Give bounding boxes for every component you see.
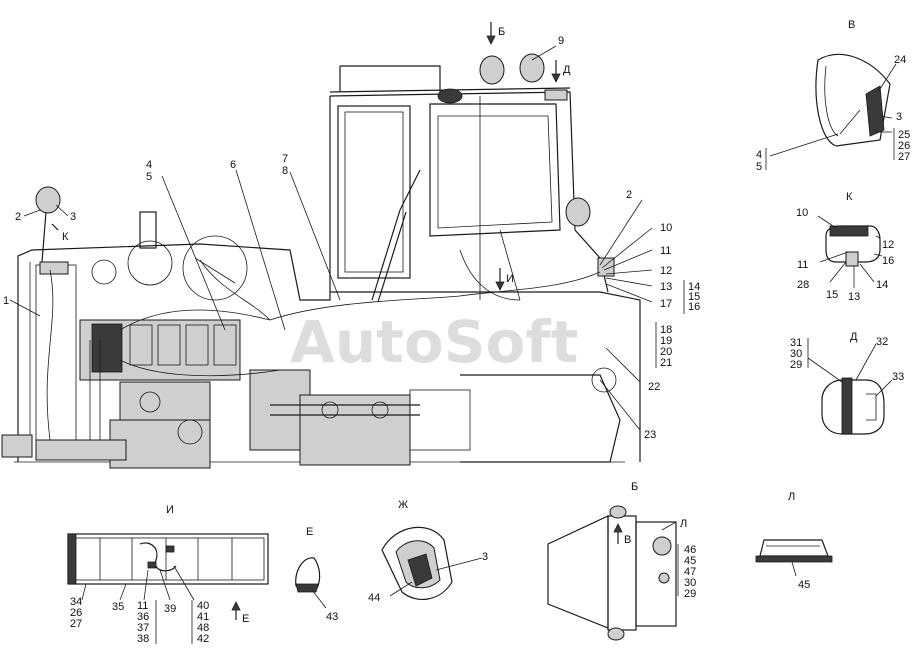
svg-text:38: 38 — [137, 633, 149, 645]
svg-text:15: 15 — [688, 291, 700, 303]
view-arrow-i-main: И — [495, 268, 514, 291]
svg-text:39: 39 — [164, 603, 176, 615]
view-arrow-b-top: Б — [486, 22, 505, 45]
svg-text:В: В — [624, 534, 631, 546]
svg-text:19: 19 — [660, 335, 672, 347]
svg-text:И: И — [166, 504, 174, 516]
svg-text:И: И — [506, 273, 514, 285]
svg-text:30: 30 — [790, 348, 802, 360]
svg-text:12: 12 — [882, 239, 894, 251]
svg-text:9: 9 — [558, 35, 564, 47]
svg-text:3: 3 — [70, 211, 76, 223]
svg-text:26: 26 — [898, 140, 910, 152]
svg-text:27: 27 — [898, 151, 910, 163]
svg-text:3: 3 — [482, 551, 488, 563]
svg-text:10: 10 — [660, 222, 672, 234]
svg-text:3: 3 — [896, 111, 902, 123]
svg-text:48: 48 — [197, 622, 209, 634]
svg-text:Л: Л — [680, 518, 687, 530]
svg-text:25: 25 — [898, 129, 910, 141]
svg-text:Л: Л — [788, 491, 795, 503]
svg-text:27: 27 — [70, 618, 82, 630]
main-callout-labels: 1 2 3 4 5 6 7 8 9 2 10 11 12 13 14 15 16… — [3, 35, 700, 441]
svg-text:17: 17 — [660, 298, 672, 310]
svg-text:13: 13 — [848, 291, 860, 303]
svg-text:6: 6 — [230, 159, 236, 171]
svg-text:18: 18 — [660, 324, 672, 336]
detail-view-v: В 24 3 25 26 27 4 5 — [756, 19, 910, 173]
svg-text:Д: Д — [563, 64, 571, 76]
svg-text:24: 24 — [894, 54, 906, 66]
svg-text:30: 30 — [684, 577, 696, 589]
svg-text:Е: Е — [242, 613, 249, 625]
svg-text:15: 15 — [826, 289, 838, 301]
svg-text:43: 43 — [326, 611, 338, 623]
svg-text:2: 2 — [15, 211, 21, 223]
svg-text:44: 44 — [368, 592, 380, 604]
view-arrow-k-main: К — [51, 223, 69, 243]
watermark-text: AutoSoft — [290, 308, 578, 376]
svg-text:22: 22 — [648, 381, 660, 393]
svg-text:11: 11 — [137, 600, 148, 612]
svg-text:16: 16 — [882, 255, 894, 267]
svg-text:1: 1 — [3, 295, 9, 307]
svg-text:2: 2 — [626, 189, 632, 201]
svg-text:36: 36 — [137, 611, 149, 623]
svg-text:К: К — [62, 231, 69, 243]
svg-text:28: 28 — [797, 279, 809, 291]
svg-text:23: 23 — [644, 429, 656, 441]
svg-text:12: 12 — [660, 265, 672, 277]
svg-text:Б: Б — [498, 26, 505, 38]
svg-text:47: 47 — [684, 566, 696, 578]
svg-text:5: 5 — [756, 161, 762, 173]
detail-view-b: Б В Л 46 45 47 30 29 — [547, 481, 696, 641]
svg-text:4: 4 — [146, 159, 152, 171]
svg-text:5: 5 — [146, 171, 152, 183]
svg-text:В: В — [848, 19, 855, 31]
svg-text:20: 20 — [660, 346, 672, 358]
svg-text:41: 41 — [197, 611, 209, 623]
tractor-main-view — [1, 45, 653, 469]
svg-text:46: 46 — [684, 544, 696, 556]
svg-text:7: 7 — [282, 153, 288, 165]
svg-text:Е: Е — [306, 526, 313, 538]
detail-view-e: Е 43 — [295, 526, 338, 623]
svg-text:45: 45 — [684, 555, 696, 567]
svg-text:35: 35 — [112, 601, 124, 613]
svg-text:21: 21 — [660, 357, 672, 369]
svg-text:29: 29 — [684, 588, 696, 600]
svg-text:Д: Д — [850, 331, 858, 343]
detail-view-d: Д 31 30 29 32 33 — [790, 331, 904, 435]
svg-text:42: 42 — [197, 633, 209, 645]
svg-text:37: 37 — [137, 622, 149, 634]
svg-text:10: 10 — [796, 207, 808, 219]
detail-view-zh: Ж 3 44 — [368, 499, 488, 604]
svg-text:Б: Б — [631, 481, 638, 493]
detail-view-i: И 34 26 27 35 11 36 37 38 39 40 41 48 42… — [67, 504, 269, 645]
svg-text:11: 11 — [797, 259, 808, 271]
svg-text:33: 33 — [892, 371, 904, 383]
svg-text:32: 32 — [876, 336, 888, 348]
svg-text:Ж: Ж — [398, 499, 408, 511]
svg-text:31: 31 — [790, 337, 802, 349]
detail-view-l: Л 45 — [755, 491, 833, 591]
view-arrow-d-top: Д — [551, 60, 571, 83]
svg-text:4: 4 — [756, 149, 762, 161]
svg-text:11: 11 — [660, 245, 671, 257]
svg-text:14: 14 — [876, 279, 888, 291]
svg-text:16: 16 — [688, 301, 700, 313]
detail-view-k: К 10 12 11 16 28 15 13 14 — [796, 191, 894, 303]
svg-text:К: К — [846, 191, 853, 203]
svg-text:8: 8 — [282, 165, 288, 177]
svg-text:26: 26 — [70, 607, 82, 619]
svg-text:34: 34 — [70, 596, 82, 608]
svg-text:13: 13 — [660, 281, 672, 293]
svg-text:29: 29 — [790, 359, 802, 371]
svg-text:40: 40 — [197, 600, 209, 612]
svg-text:45: 45 — [798, 579, 810, 591]
svg-text:14: 14 — [688, 281, 700, 293]
